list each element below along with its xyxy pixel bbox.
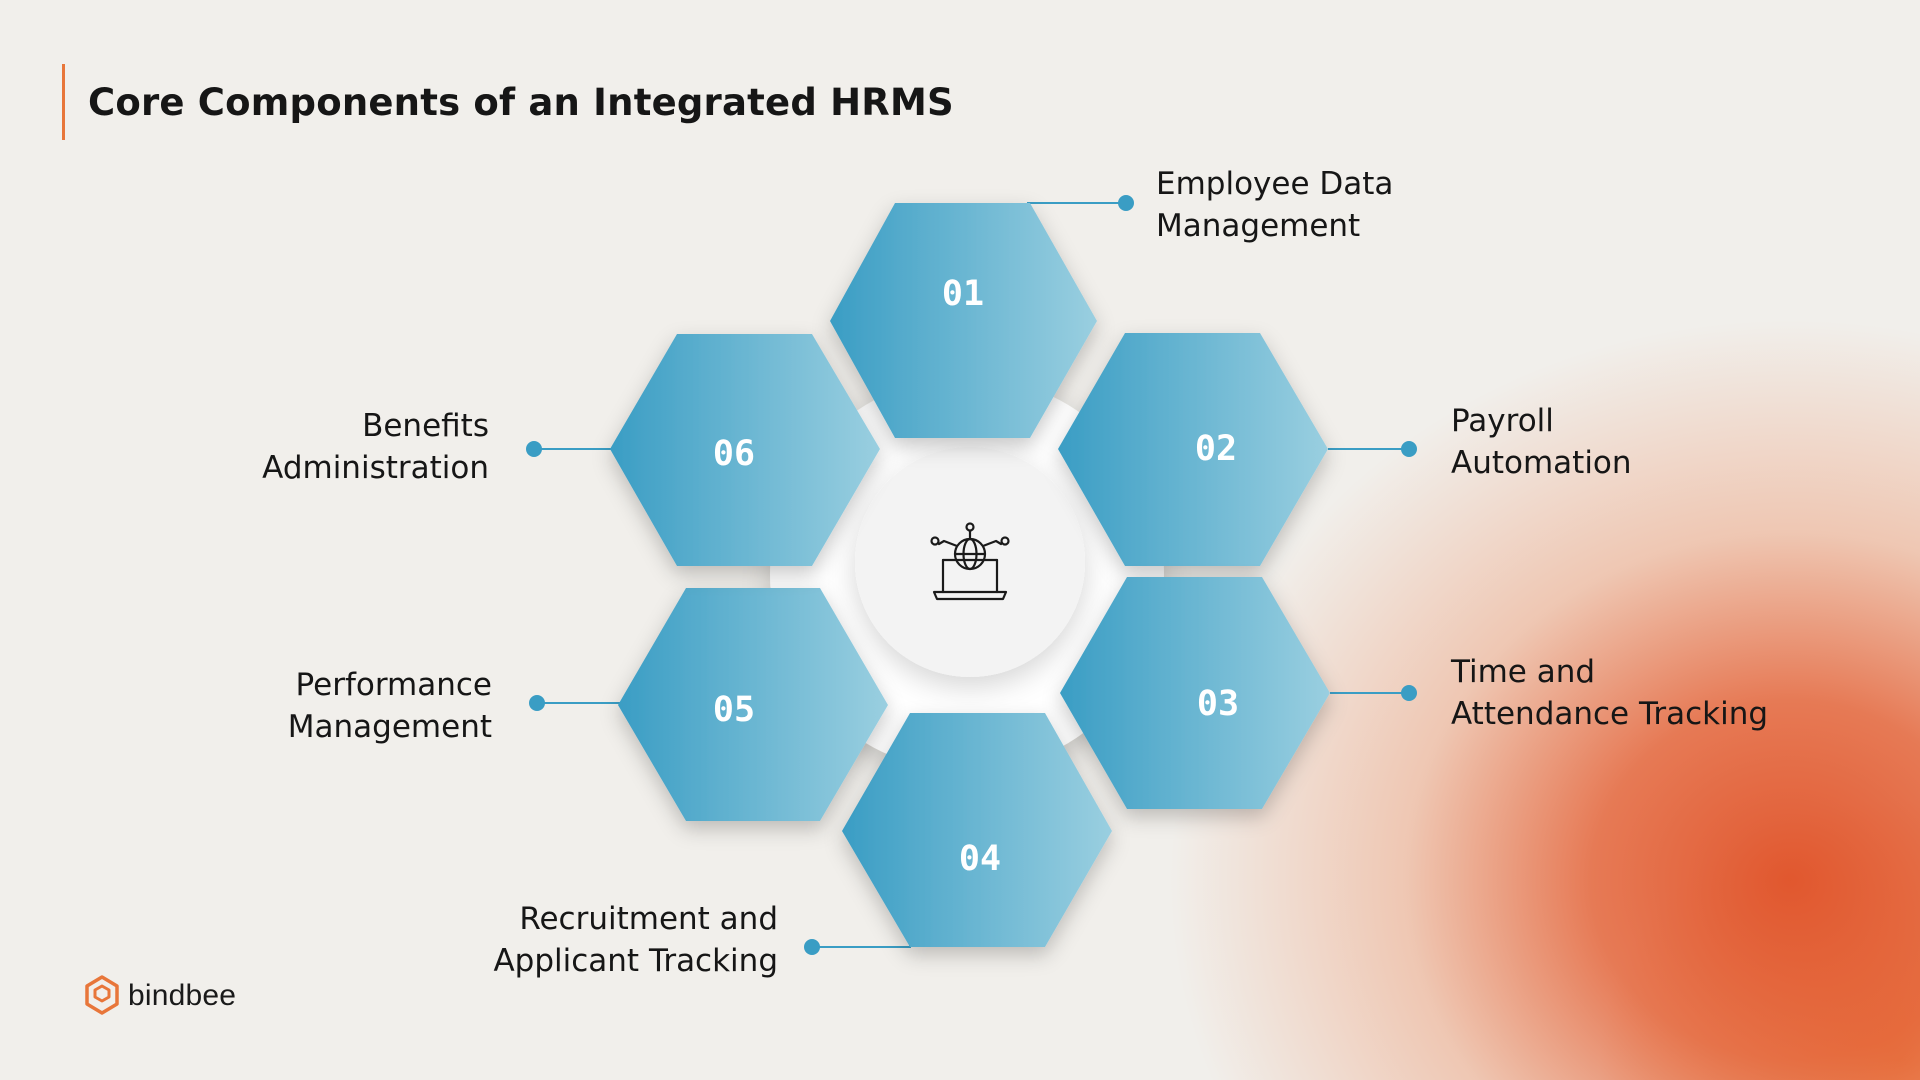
label-04-line1: Recruitment and	[519, 901, 778, 937]
hexagon-number-05: 05	[713, 690, 755, 730]
label-05-line2: Management	[287, 709, 492, 745]
hexagon-number-03: 03	[1197, 684, 1239, 724]
hexagon-number-01: 01	[942, 274, 984, 314]
hexagon-06: 06	[610, 334, 880, 566]
connector-05	[529, 695, 620, 711]
connector-04	[804, 916, 911, 955]
hexagon-number-04: 04	[959, 839, 1001, 879]
center-circle	[855, 447, 1085, 677]
title-block: Core Components of an Integrated HRMS	[62, 64, 954, 140]
hexagon-number-06: 06	[713, 434, 755, 474]
label-05-line1: Performance	[295, 667, 492, 703]
label-payroll-automation: Payroll Automation	[1451, 400, 1632, 484]
hexagon-04: 04	[842, 713, 1112, 947]
label-benefits-administration: Benefits Administration	[262, 405, 489, 489]
bindbee-logo: bindbee	[84, 975, 236, 1017]
label-recruitment-applicant-tracking: Recruitment and Applicant Tracking	[493, 898, 778, 982]
label-02-line2: Automation	[1451, 445, 1632, 481]
hexagon-03: 03	[1060, 577, 1330, 809]
connector-01	[1027, 195, 1134, 211]
laptop-globe-network-icon	[930, 522, 1010, 601]
label-performance-management: Performance Management	[288, 664, 492, 748]
label-03-line2: Attendance Tracking	[1451, 696, 1769, 732]
hexagon-number-02: 02	[1195, 429, 1237, 469]
hexagon-02: 02	[1058, 333, 1328, 566]
label-06-line1: Benefits	[362, 408, 489, 444]
label-employee-data-management: Employee Data Management	[1156, 163, 1393, 247]
label-01-line2: Management	[1156, 208, 1361, 244]
label-01-line1: Employee Data	[1156, 166, 1394, 202]
label-03-line1: Time and	[1451, 654, 1596, 690]
logo-text: bindbee	[128, 979, 237, 1012]
page-title: Core Components of an Integrated HRMS	[88, 80, 954, 124]
hexagon-05: 05	[618, 588, 888, 821]
connector-03	[1330, 685, 1417, 701]
label-04-line2: Applicant Tracking	[493, 943, 778, 979]
label-time-attendance-tracking: Time and Attendance Tracking	[1451, 651, 1768, 735]
connector-02	[1328, 441, 1417, 457]
hexagon-01: 01	[830, 203, 1097, 438]
label-02-line1: Payroll	[1451, 403, 1554, 439]
label-06-line2: Administration	[262, 450, 489, 486]
bindbee-hexagon-logo-icon	[85, 975, 119, 1015]
